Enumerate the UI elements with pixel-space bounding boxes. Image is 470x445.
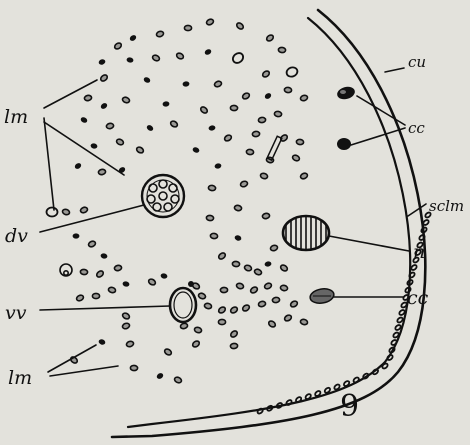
nucleus [283,210,329,256]
label-cc-lower: cc [407,287,429,309]
dorsal-vessel [142,175,184,217]
subcuticular-muscle-cells [257,212,432,415]
cuticle-inner-line [128,18,410,427]
label-dv: dv [5,225,28,247]
ventral-vessel [170,281,196,322]
label-cc-upper: cc [408,119,425,137]
label-lm-lower: lm [8,367,32,389]
label-cu: cu [408,53,426,71]
label-sclm: sclm [429,197,464,215]
muscle-cell-dots [47,18,309,384]
label-vv: vv [5,302,27,324]
figure-number: 9 [340,389,359,424]
label-n: n [413,241,425,263]
cc-cells [309,85,356,305]
leader-lines [40,68,426,376]
label-lm-upper: lm [4,106,28,128]
